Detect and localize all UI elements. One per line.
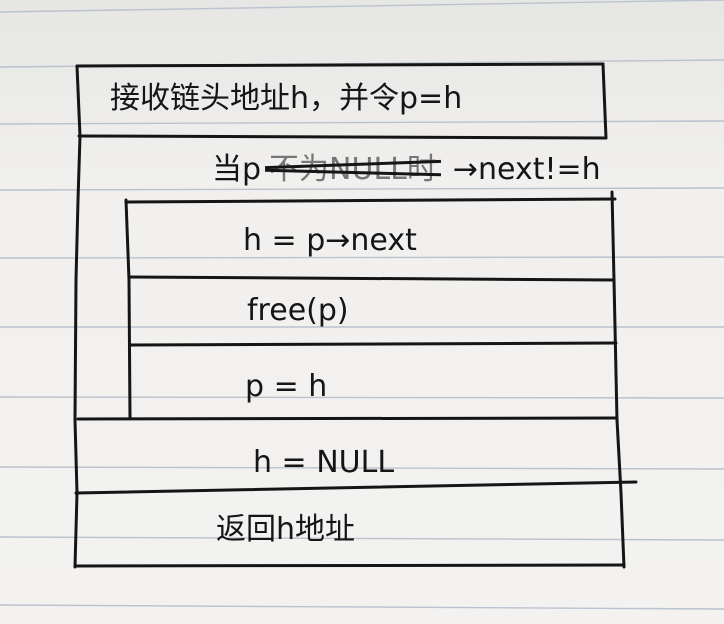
loop-condition-text: →next!=h: [452, 152, 601, 187]
step-advance-text: h = p→next: [243, 223, 417, 258]
divider-receive: [77, 134, 608, 140]
loop-body-left-border: [124, 198, 132, 420]
step-return-text: 返回h地址: [216, 512, 356, 547]
divider-body-1: [127, 275, 616, 282]
outer-top-border: [75, 62, 605, 68]
step-return: 返回h地址: [216, 515, 355, 545]
struck-condition: 不为NULL时: [269, 155, 437, 185]
first-row-right-border: [601, 62, 608, 140]
nassi-diagram: [73, 62, 638, 569]
struck-condition-text: 不为NULL时: [269, 152, 437, 187]
divider-body-2: [129, 341, 618, 347]
step-set-null: h = NULL: [253, 448, 394, 478]
step-free-node: free(p): [247, 296, 349, 326]
step-receive-text: 接收链头地址h，并令p=h: [110, 81, 463, 116]
divider-loop-header: [124, 197, 617, 204]
step-free-text: free(p): [247, 293, 349, 328]
outer-right-border: [610, 190, 626, 569]
step-reset-text: p = h: [245, 369, 328, 404]
step-receive-head: 接收链头地址h，并令p=h: [110, 84, 462, 114]
step-reset-p: p = h: [245, 372, 327, 402]
step-set-null-text: h = NULL: [253, 445, 395, 480]
step-advance-head: h = p→next: [243, 226, 417, 256]
divider-loop-end: [76, 416, 619, 421]
loop-prefix-text: 当p: [212, 152, 262, 187]
outer-bottom-border: [73, 563, 626, 568]
divider-set-null: [74, 480, 638, 495]
